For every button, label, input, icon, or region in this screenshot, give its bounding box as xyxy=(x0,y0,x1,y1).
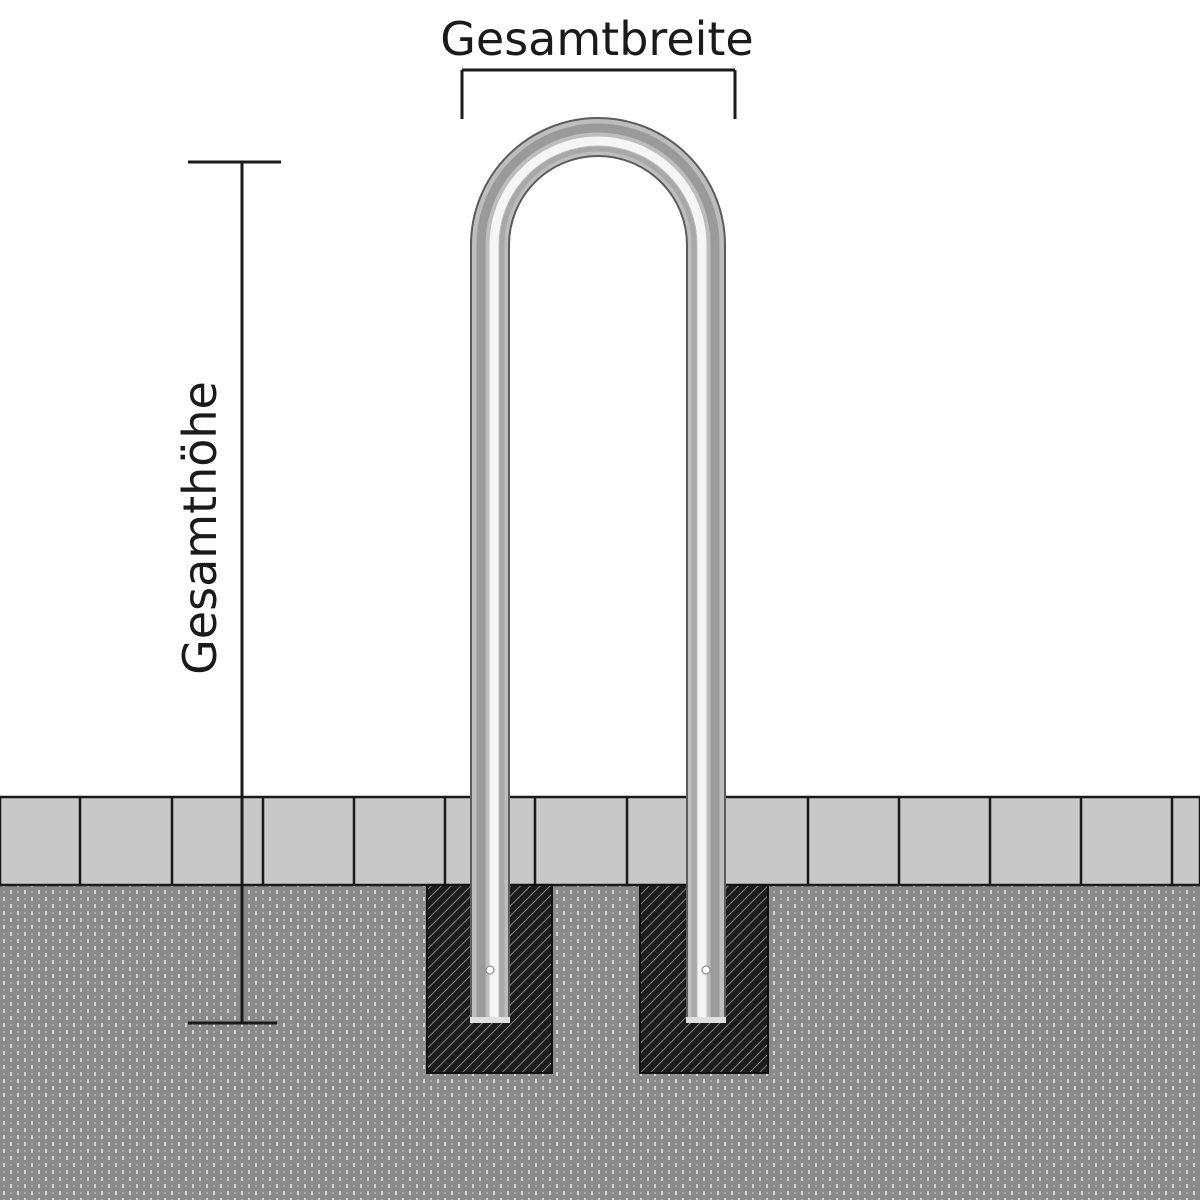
height-dimension-label: Gesamthöhe xyxy=(173,381,227,675)
width-dimension-bracket xyxy=(460,68,737,119)
anchor-hole-left xyxy=(485,965,495,975)
height-dimension-line xyxy=(188,160,281,1025)
soil-ground xyxy=(0,885,1200,1200)
anchor-hole-right xyxy=(701,965,711,975)
u-bollard xyxy=(470,117,726,1023)
paving-stone-row xyxy=(0,795,1200,887)
width-dimension-label: Gesamtbreite xyxy=(440,12,753,66)
